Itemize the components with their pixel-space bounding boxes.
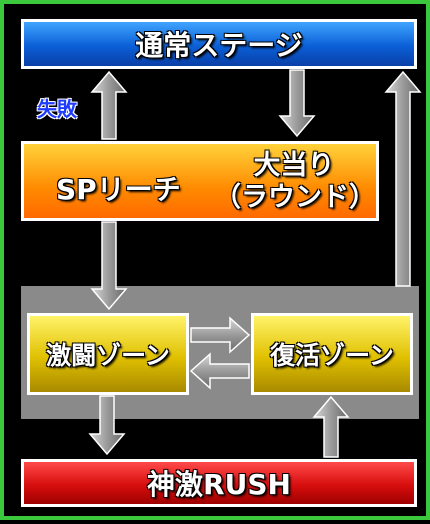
arrow-rush-to-fukkatsu: [312, 395, 350, 458]
sp-reach-label: SPリーチ: [56, 173, 181, 206]
fail-label: 失敗: [37, 97, 77, 121]
flow-arrows: [88, 69, 422, 458]
normal-stage-label: 通常ステージ: [135, 29, 303, 62]
normal-stage-node: 通常ステージ: [21, 19, 417, 69]
gekito-zone-node: 激闘ゾーン: [27, 313, 189, 395]
shingeki-rush-node: 神激RUSH: [21, 459, 417, 507]
jackpot-line1: 大当り: [253, 150, 335, 181]
jackpot-line2: （ラウンド）: [214, 182, 376, 213]
gekito-zone-label: 激闘ゾーン: [46, 341, 170, 370]
shingeki-rush-label: 神激RUSH: [147, 468, 291, 501]
fukkatsu-zone-label: 復活ゾーン: [270, 341, 394, 370]
arrow-zone-return-up: [384, 70, 422, 287]
arrow-stage-to-jackpot: [278, 69, 316, 138]
arrow-fail-up: [90, 70, 128, 140]
arrow-fukkatsu-to-gekito: [189, 352, 250, 390]
jackpot-label: 大当り （ラウンド）: [214, 150, 376, 214]
fukkatsu-zone-node: 復活ゾーン: [251, 313, 413, 395]
arrow-gekito-to-fukkatsu: [190, 316, 251, 354]
arrow-gekito-to-rush: [88, 395, 126, 456]
sp-reach-node: SPリーチ 大当り （ラウンド）: [21, 141, 379, 221]
arrow-sp-to-gekito: [90, 221, 128, 311]
